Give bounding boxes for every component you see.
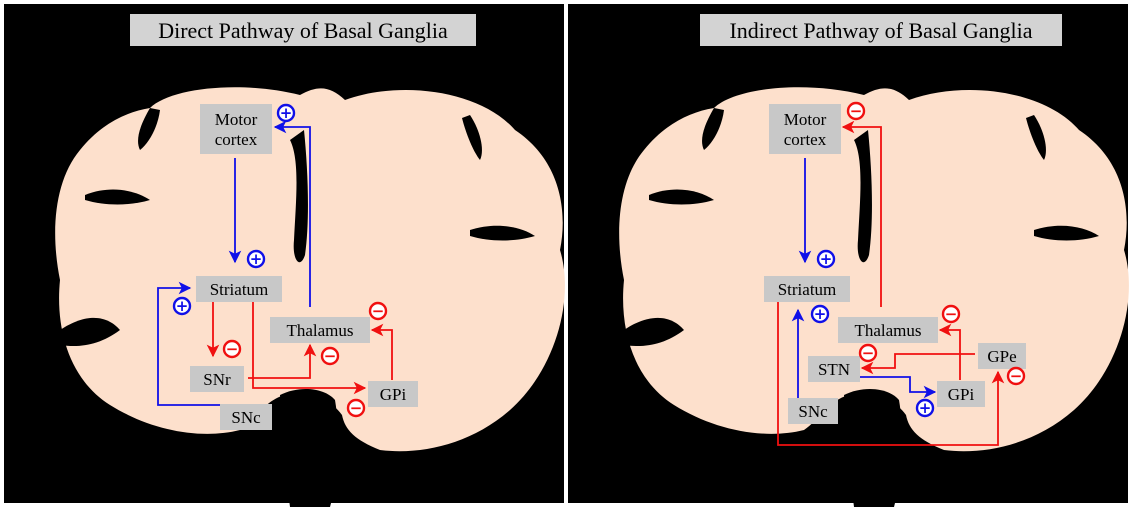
motor-cortex-label-line1: Motor (215, 110, 258, 129)
thalamus-label: Thalamus (854, 321, 921, 340)
stn-label: STN (818, 360, 850, 379)
motor-cortex-label-line2: cortex (784, 130, 827, 149)
svg-text:−: − (1010, 367, 1023, 385)
plus-sign-icon: + (248, 250, 264, 268)
gpi-label: GPi (380, 385, 407, 404)
svg-text:+: + (919, 399, 932, 417)
plus-sign-icon: + (174, 297, 190, 315)
minus-sign-icon: − (224, 340, 240, 358)
direct-pathway-title: Direct Pathway of Basal Ganglia (158, 18, 448, 43)
minus-sign-icon: − (860, 344, 876, 362)
svg-text:+: + (820, 250, 833, 268)
striatum-label: Striatum (778, 280, 837, 299)
svg-text:+: + (280, 104, 293, 122)
svg-text:−: − (850, 102, 863, 120)
snc-label: SNc (231, 408, 261, 427)
svg-text:−: − (324, 347, 337, 365)
motor-cortex-label-line1: Motor (784, 110, 827, 129)
svg-text:−: − (372, 302, 385, 320)
svg-text:−: − (226, 340, 239, 358)
minus-sign-icon: − (322, 347, 338, 365)
svg-text:+: + (176, 297, 189, 315)
minus-sign-icon: − (1008, 367, 1024, 385)
minus-sign-icon: − (943, 305, 959, 323)
snc-label: SNc (798, 402, 828, 421)
striatum-label: Striatum (210, 280, 269, 299)
motor-cortex-label-line2: cortex (215, 130, 258, 149)
minus-sign-icon: − (848, 102, 864, 120)
plus-sign-icon: + (917, 399, 933, 417)
svg-text:−: − (350, 399, 363, 417)
plus-sign-icon: + (812, 305, 828, 323)
minus-sign-icon: − (370, 302, 386, 320)
snr-label: SNr (203, 370, 231, 389)
minus-sign-icon: − (348, 399, 364, 417)
thalamus-label: Thalamus (286, 321, 353, 340)
plus-sign-icon: + (278, 104, 294, 122)
svg-text:−: − (862, 344, 875, 362)
svg-text:+: + (814, 305, 827, 323)
svg-text:−: − (945, 305, 958, 323)
gpi-label: GPi (948, 385, 975, 404)
plus-sign-icon: + (818, 250, 834, 268)
svg-text:+: + (250, 250, 263, 268)
indirect-pathway-title: Indirect Pathway of Basal Ganglia (729, 18, 1032, 43)
gpe-label: GPe (987, 347, 1016, 366)
